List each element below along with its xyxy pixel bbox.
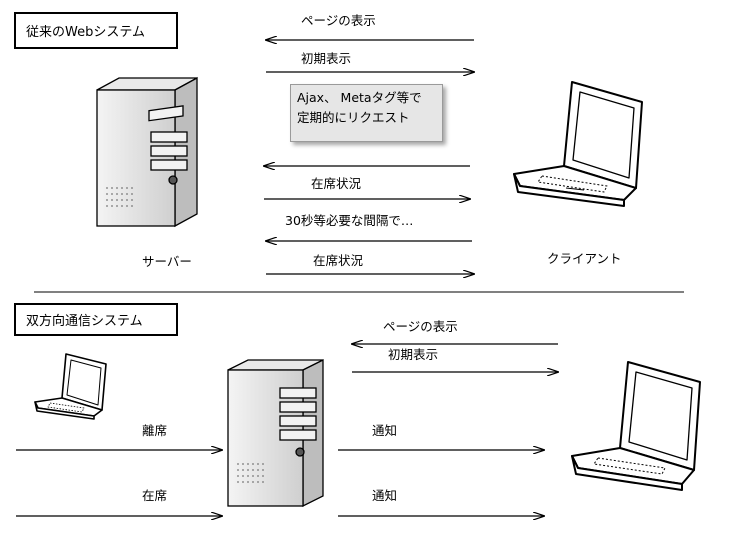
server-icon bbox=[96, 76, 198, 228]
legacy-msg-page-display: ページの表示 bbox=[301, 13, 376, 28]
bidi-msg-notify-2: 通知 bbox=[372, 488, 398, 503]
bidi-msg-present: 在席 bbox=[142, 488, 168, 503]
legacy-msg-interval: 30秒等必要な間隔で… bbox=[285, 213, 414, 228]
bidi-server-icon bbox=[227, 358, 324, 508]
bidi-msg-away: 離席 bbox=[142, 423, 168, 438]
server-label: サーバー bbox=[142, 254, 192, 269]
client-label: クライアント bbox=[547, 251, 622, 266]
client-laptop-icon bbox=[513, 81, 643, 207]
ajax-polling-note: Ajax、 Metaタグ等で 定期的にリクエスト bbox=[290, 84, 443, 142]
legacy-system-title: 従来のWebシステム bbox=[14, 12, 178, 49]
bidi-msg-page-display: ページの表示 bbox=[383, 319, 458, 334]
note-line-2: 定期的にリクエスト bbox=[297, 110, 410, 125]
legacy-msg-presence-1: 在席状況 bbox=[311, 176, 362, 191]
legacy-msg-presence-2: 在席状況 bbox=[313, 253, 364, 268]
bidirectional-system-title: 双方向通信システム bbox=[14, 303, 178, 336]
small-client-laptop-icon bbox=[34, 353, 107, 420]
bidi-msg-notify-1: 通知 bbox=[372, 423, 398, 438]
note-line-1: Ajax、 Metaタグ等で bbox=[297, 90, 422, 105]
bidi-msg-initial-display: 初期表示 bbox=[388, 347, 439, 362]
legacy-msg-initial-display: 初期表示 bbox=[301, 51, 352, 66]
bidi-client-laptop-icon bbox=[571, 361, 701, 491]
